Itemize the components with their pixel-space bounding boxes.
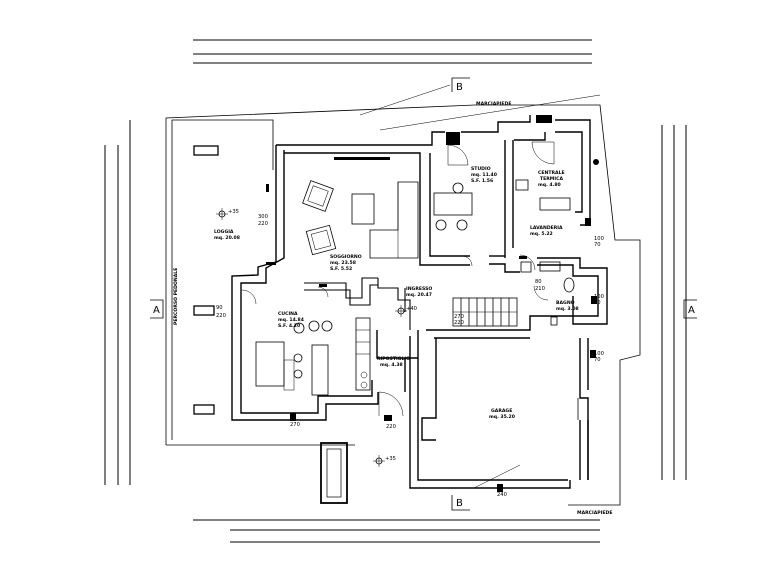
dim-cuc-window-a: 90 [216,305,223,311]
room-area-soggiorno: mq. 23.58 [330,260,356,266]
section-marker-b-bottom [451,495,470,511]
bagno-fixtures [533,277,575,326]
room-sf-soggiorno: S.F. 5.52 [330,266,352,272]
dim-garage-window-a: 100 [594,351,604,357]
service-rooms [515,115,599,273]
room-name-lavanderia: LAVANDERIA [530,225,563,231]
elevation-loggia: +35 [228,209,239,215]
doors [317,286,579,489]
room-name-ripostiglio: RIPOSTIGLIO [377,356,410,362]
dim-garage-window-b: 70 [594,357,601,363]
room-name-ingresso: INGRESSO [406,286,432,292]
stairs [452,297,518,327]
section-marker-a-left [150,299,164,319]
elevation-marker-ingresso [395,305,407,317]
label-marciapiede-top: MARCIAPIEDE [476,101,511,107]
room-name-studio: STUDIO [471,166,491,172]
elevation-ingresso: +40 [406,306,417,312]
soggiorno-furniture [302,157,419,259]
room-name-loggia: LOGGIA [214,229,234,235]
site-lines [104,39,687,543]
cucina-furniture [241,289,371,396]
dim-lav-window-b: 70 [594,242,601,248]
room-area-loggia: mq. 20.08 [214,235,240,241]
dim-bagno-door-b: 210 [535,286,545,292]
dim-ripostiglio-south: 220 [386,424,396,430]
room-area-lavanderia: mq. 5.22 [530,231,553,237]
walls [231,115,608,489]
room-area-centrale: mq. 4.80 [538,182,561,188]
room-name-soggiorno: SOGGIORNO [330,254,362,260]
elevation-markers [216,208,407,467]
room-area-cucina: mq. 14.84 [278,317,304,323]
dim-garage-south: 240 [497,492,507,498]
wall-markers [266,184,597,492]
room-name2-centrale: TERMICA [540,176,563,182]
section-label-b-top: B [456,82,463,93]
room-area-bagno: mq. 3.08 [556,306,579,312]
section-label-b-bottom: B [456,498,463,509]
room-sf-studio: S.F. 1.56 [471,178,493,184]
room-sf-cucina: S.F. 4.20 [278,323,300,329]
elevation-esterno: +35 [385,456,396,462]
dim-sogg-window-b: 220 [258,221,268,227]
room-area-studio: mq. 11.40 [471,172,497,178]
dim-lav-window-a: 100 [594,236,604,242]
dim-sogg-window-a: 300 [258,214,268,220]
section-label-a-right: A [688,305,695,316]
dim-bagno-window-a: 100 [594,294,604,300]
dim-stair-b: 220 [454,320,464,326]
dim-cucina-south: 270 [290,422,300,428]
dim-bagno-door-a: 80 [535,279,542,285]
dim-bagno-window-b: 70 [594,300,601,306]
dim-stair-a: 270 [454,314,464,320]
label-marciapiede-bottom: MARCIAPIEDE [577,510,612,516]
elevation-marker-esterno [373,455,385,467]
room-name-garage: GARAGE [491,408,512,414]
room-area-ripostiglio: mq. 4.38 [380,362,403,368]
partitions [304,277,411,330]
dim-cuc-window-b: 220 [216,313,226,319]
room-area-ingresso: mq. 20.47 [406,292,432,298]
loggia-slab [171,119,348,504]
elevation-marker-loggia [216,208,228,220]
section-marker-b-top [451,77,470,92]
studio-furniture [433,132,473,267]
room-name-bagno: BAGNO [556,300,575,306]
label-percorso-pedonale: PERCORSO PEDONALE [173,268,179,325]
room-name-centrale: CENTRALE [538,170,565,176]
room-name-cucina: CUCINA [278,311,298,317]
section-label-a-left: A [153,305,160,316]
section-marker-a-right [683,299,697,319]
room-area-garage: mq. 35.20 [489,414,515,420]
